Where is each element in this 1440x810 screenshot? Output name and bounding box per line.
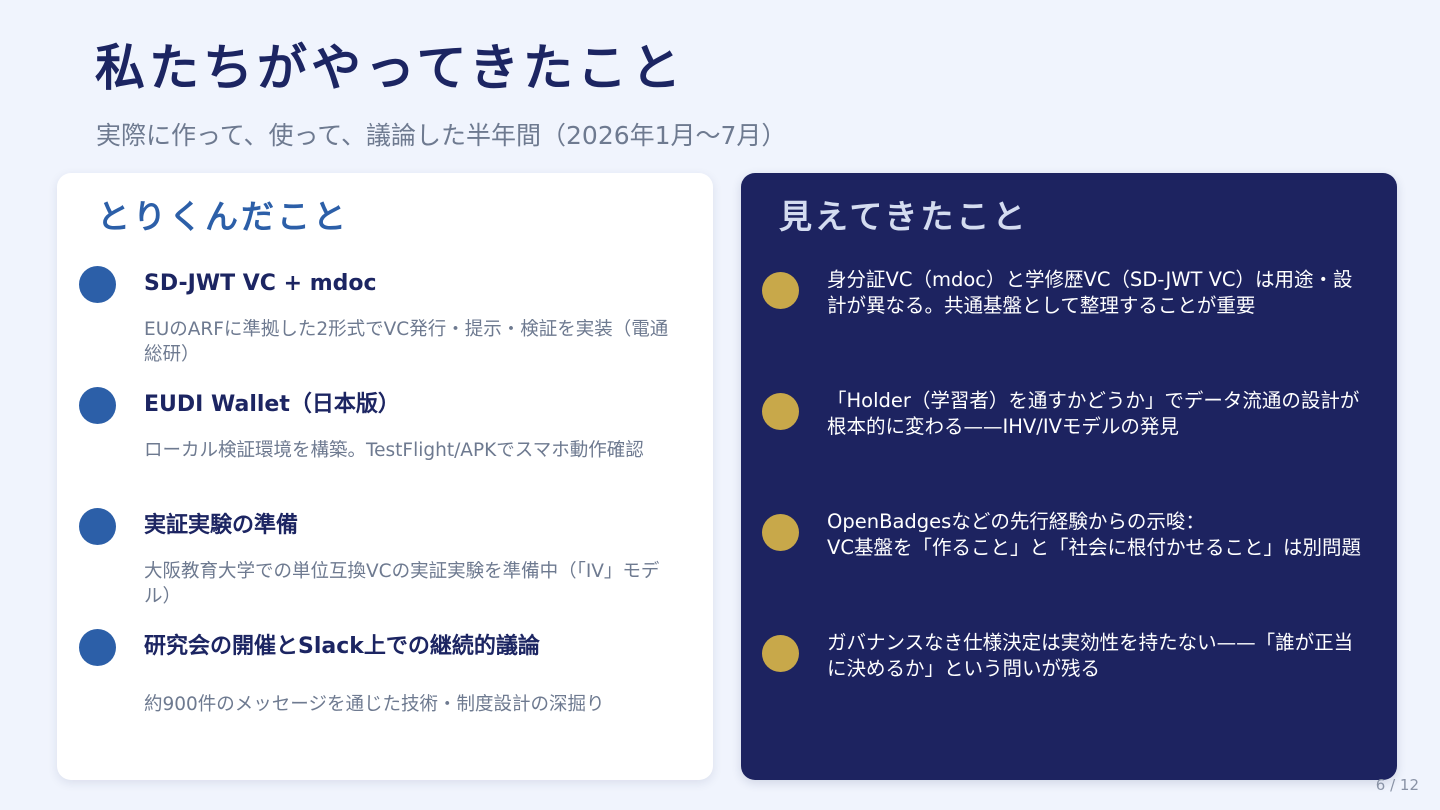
bullet-dot-icon — [762, 514, 799, 551]
page-number: 6 / 12 — [1375, 776, 1419, 794]
activity-title: SD-JWT VC + mdoc — [144, 271, 377, 296]
activities-heading: とりくんだこと — [97, 197, 349, 236]
insight-text: ガバナンスなき仕様決定は実効性を持たない——「誰が正当に決めるか」という問いが残… — [827, 631, 1354, 680]
activity-description: ローカル検証環境を構築。TestFlight/APKでスマホ動作確認 — [144, 440, 644, 461]
bullet-dot-icon — [79, 266, 116, 303]
slide-title: 私たちがやってきたこと — [95, 39, 685, 97]
bullet-dot-icon — [79, 387, 116, 424]
slide-subtitle: 実際に作って、使って、議論した半年間（2026年1月〜7月） — [96, 121, 787, 150]
activity-title: 実証実験の準備 — [144, 513, 299, 538]
insights-card: 見えてきたこと 身分証VC（mdoc）と学修歴VC（SD-JWT VC）は用途・… — [741, 173, 1397, 780]
insight-text: 「Holder（学習者）を通すかどうか」でデータ流通の設計が根本的に変わる——I… — [827, 389, 1360, 438]
activity-description: 約900件のメッセージを通じた技術・制度設計の深掘り — [144, 694, 605, 715]
bullet-dot-icon — [79, 629, 116, 666]
bullet-dot-icon — [762, 272, 799, 309]
activity-title: EUDI Wallet（日本版） — [144, 392, 400, 417]
activity-description: EUのARFに準拠した2形式でVC発行・提示・検証を実装（電通総研） — [144, 319, 669, 365]
activity-description: 大阪教育大学での単位互換VCの実証実験を準備中（「IV」モデル） — [144, 561, 660, 607]
activities-card: とりくんだこと SD-JWT VC + mdoc EUのARFに準拠した2形式で… — [57, 173, 713, 780]
bullet-dot-icon — [79, 508, 116, 545]
activity-title: 研究会の開催とSlack上での継続的議論 — [144, 634, 540, 659]
bullet-dot-icon — [762, 635, 799, 672]
insight-text: 身分証VC（mdoc）と学修歴VC（SD-JWT VC）は用途・設計が異なる。共… — [827, 268, 1353, 317]
bullet-dot-icon — [762, 393, 799, 430]
insight-text: OpenBadgesなどの先行経験からの示唆： VC基盤を「作ること」と「社会に… — [827, 510, 1361, 559]
insights-heading: 見えてきたこと — [779, 197, 1029, 236]
